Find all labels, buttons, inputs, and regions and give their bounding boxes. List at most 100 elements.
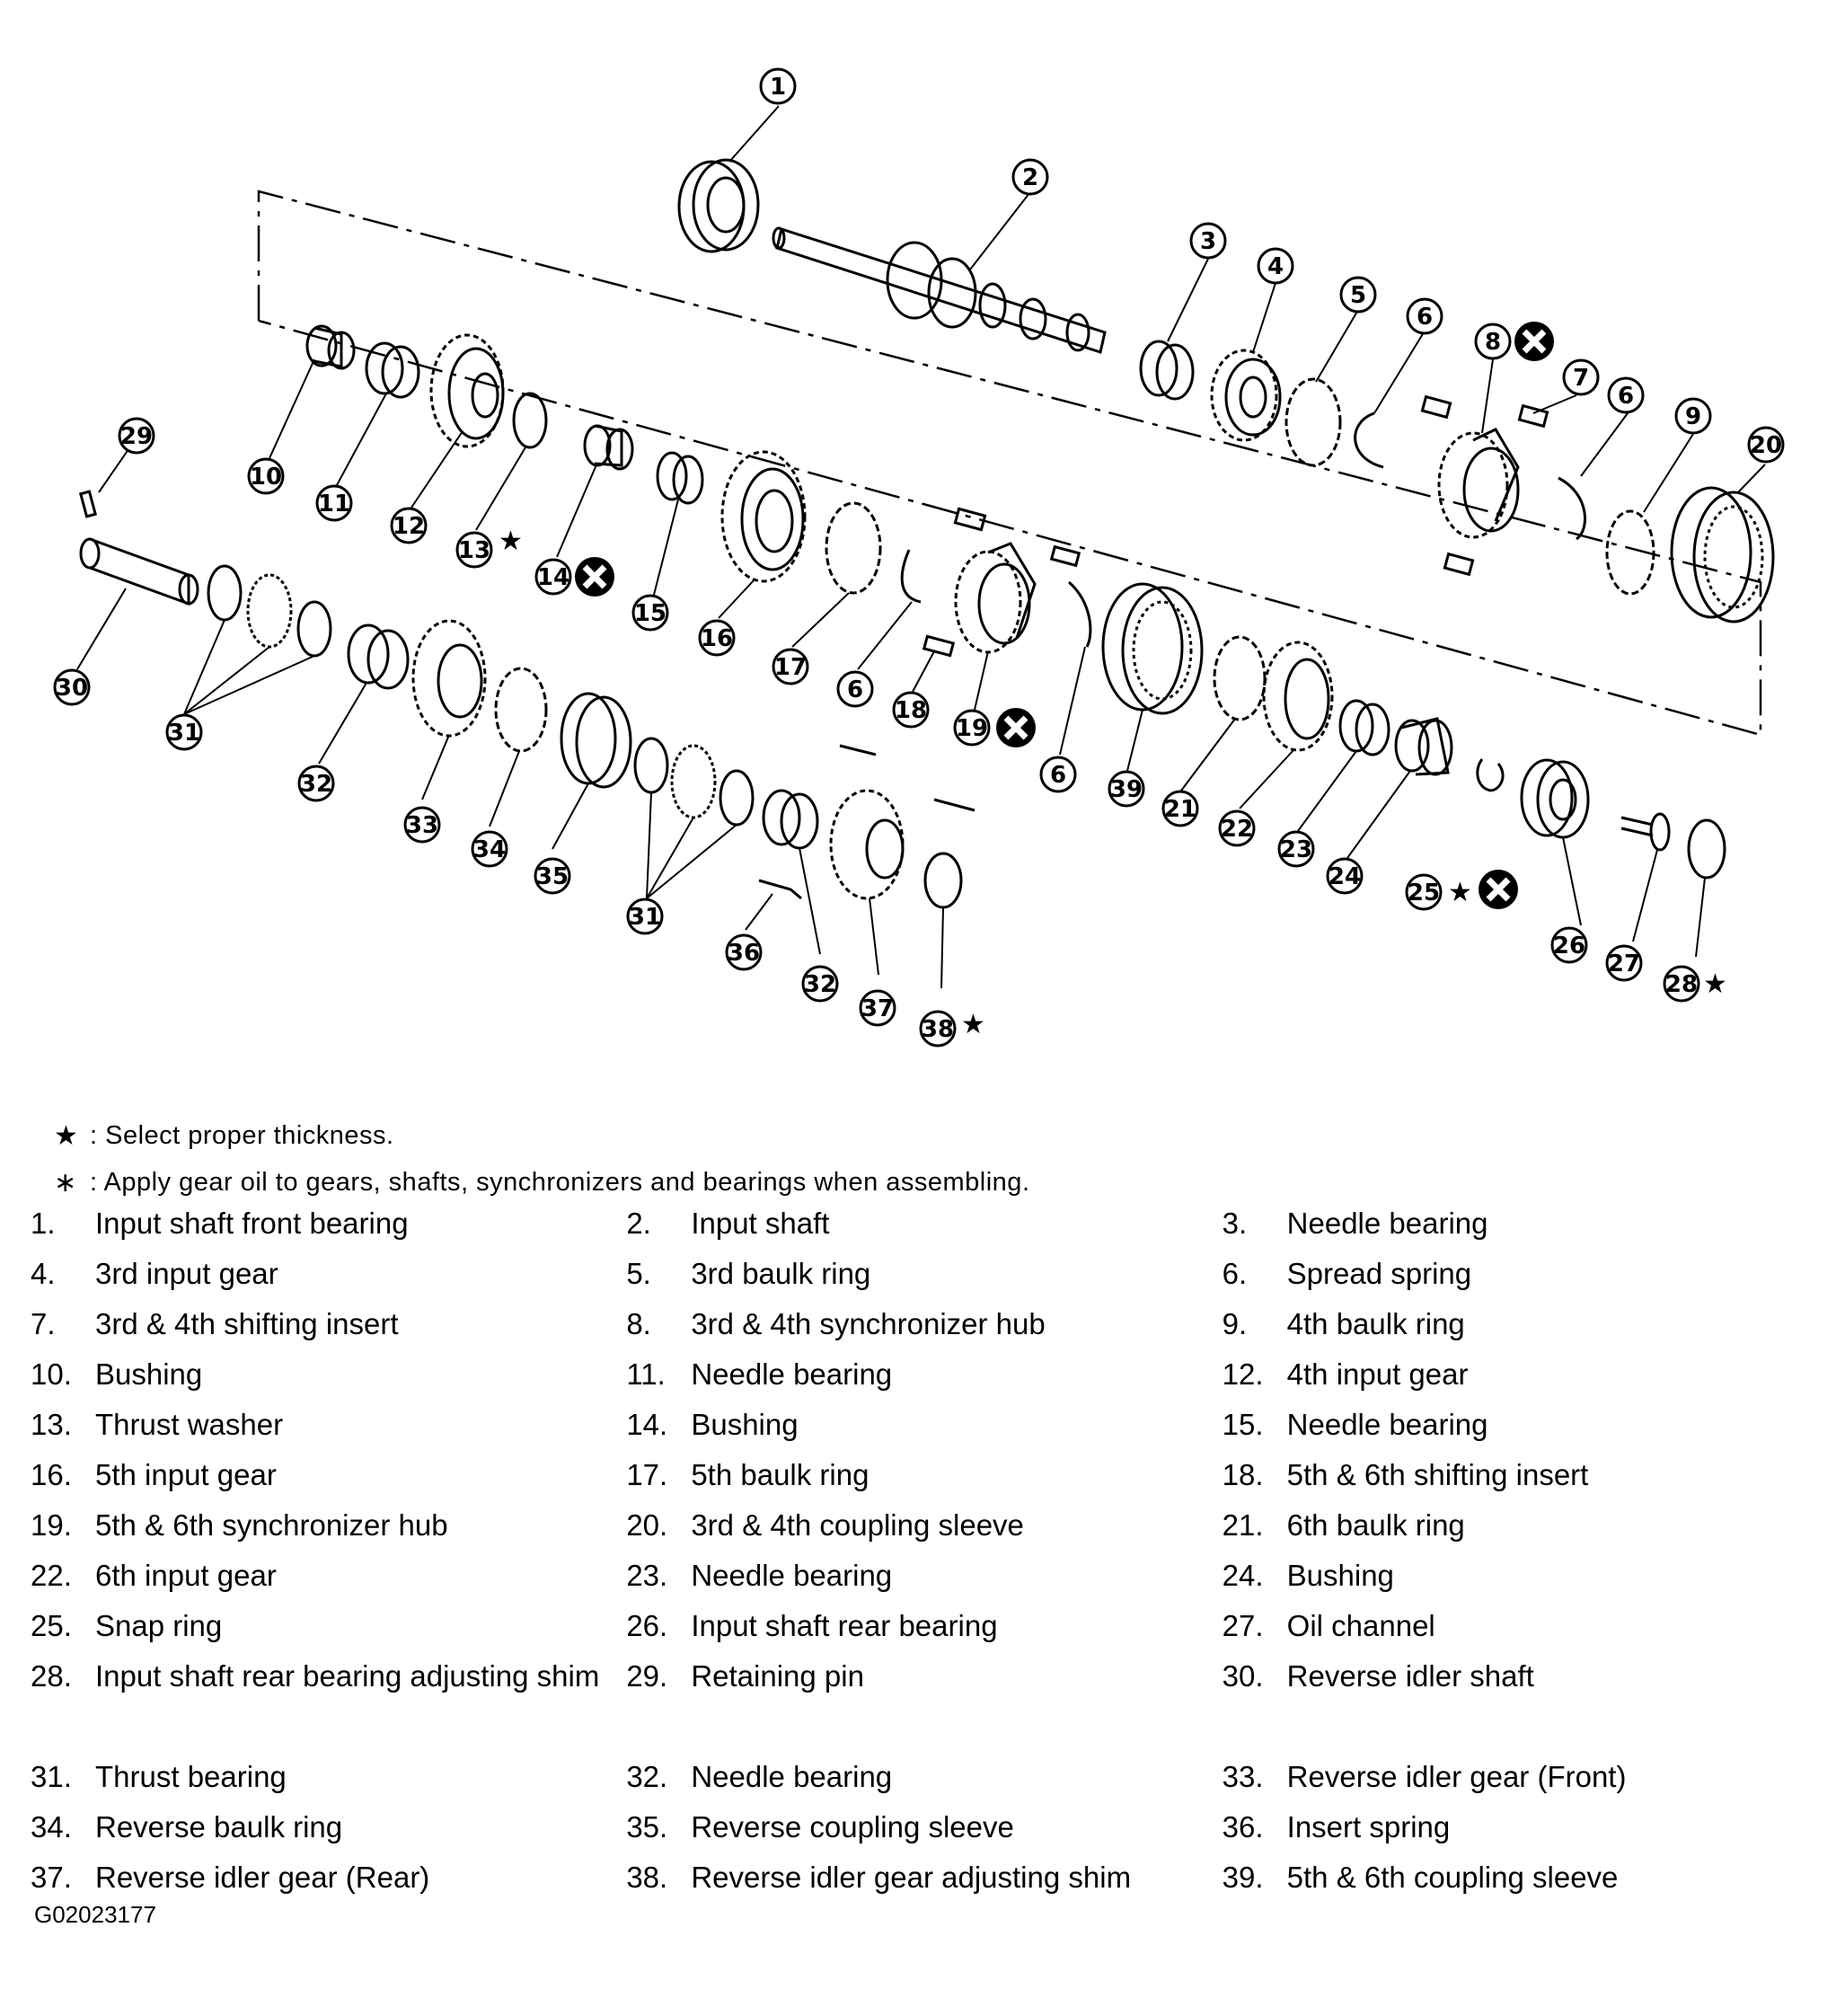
part-number: 28. bbox=[31, 1659, 72, 1693]
callout: 32 bbox=[801, 965, 839, 1003]
part-label: Reverse idler gear (Rear) bbox=[95, 1861, 430, 1894]
shifting-insert bbox=[1420, 394, 1452, 420]
part-number: 25. bbox=[31, 1609, 72, 1642]
part-label: Reverse idler gear (Front) bbox=[1286, 1760, 1627, 1793]
part-number: 2. bbox=[626, 1207, 651, 1240]
part-label: 3rd & 4th synchronizer hub bbox=[691, 1307, 1046, 1340]
part-number: 10. bbox=[31, 1357, 72, 1391]
parts-list-item: 18.5th & 6th shifting insert bbox=[1223, 1455, 1818, 1506]
reverse-idler-shaft bbox=[79, 537, 199, 606]
reverse-idler-gear-rear bbox=[829, 789, 905, 900]
part-label: Reverse coupling sleeve bbox=[691, 1810, 1014, 1844]
part-number: 4. bbox=[31, 1257, 56, 1290]
callout: 31 bbox=[165, 713, 203, 751]
callout: 9 bbox=[1674, 397, 1712, 435]
callout: 13 bbox=[455, 531, 493, 569]
fifth-baulk-ring bbox=[825, 501, 882, 595]
svg-text:36: 36 bbox=[728, 940, 760, 967]
part-number: 38. bbox=[626, 1861, 668, 1894]
oil-channel bbox=[1620, 812, 1671, 852]
fourth-baulk-ring bbox=[1605, 509, 1655, 596]
part-number: 22. bbox=[31, 1559, 72, 1592]
svg-text:18: 18 bbox=[895, 697, 927, 724]
part-number: 26. bbox=[626, 1609, 668, 1642]
part-number: 34. bbox=[31, 1810, 72, 1844]
part-number: 33. bbox=[1222, 1760, 1264, 1793]
svg-text:21: 21 bbox=[1164, 796, 1196, 823]
parts-list-item: 27.Oil channel bbox=[1223, 1606, 1818, 1657]
svg-text:3: 3 bbox=[1200, 228, 1216, 255]
part-label: Needle bearing bbox=[691, 1559, 893, 1592]
svg-text:10: 10 bbox=[250, 464, 282, 491]
part-label: 5th & 6th coupling sleeve bbox=[1286, 1861, 1619, 1894]
part-number: 13. bbox=[31, 1408, 72, 1441]
parts-list-item: 31.Thrust bearing bbox=[31, 1757, 626, 1808]
svg-text:12: 12 bbox=[393, 513, 425, 540]
svg-text:23: 23 bbox=[1280, 836, 1312, 863]
svg-text:22: 22 bbox=[1221, 816, 1253, 843]
svg-text:15: 15 bbox=[634, 600, 666, 627]
spread-spring-lower bbox=[1068, 580, 1092, 648]
parts-row: 37.Reverse idler gear (Rear)38.Reverse i… bbox=[31, 1858, 1818, 1908]
svg-text:2: 2 bbox=[1022, 164, 1038, 191]
parts-list-item: 29.Retaining pin bbox=[626, 1657, 1222, 1757]
legend-star-line: ★ : Select proper thickness. bbox=[54, 1112, 1030, 1159]
part-label: 5th & 6th synchronizer hub bbox=[95, 1508, 448, 1542]
callout: 22 bbox=[1218, 809, 1256, 847]
svg-text:31: 31 bbox=[168, 720, 200, 747]
part-number: 3. bbox=[1222, 1207, 1248, 1240]
part-label: Input shaft rear bearing adjusting shim bbox=[95, 1659, 600, 1693]
third-input-gear bbox=[1210, 349, 1282, 442]
svg-text:16: 16 bbox=[701, 625, 733, 652]
parts-list-item: 3.Needle bearing bbox=[1223, 1204, 1818, 1254]
fifth-input-gear bbox=[720, 450, 807, 583]
part-label: 5th input gear bbox=[95, 1458, 277, 1491]
callout: 20 bbox=[1747, 426, 1785, 464]
part-label: Thrust bearing bbox=[95, 1760, 287, 1793]
parts-list-item: 5.3rd baulk ring bbox=[626, 1254, 1222, 1304]
svg-text:1: 1 bbox=[770, 74, 786, 101]
parts-list-item: 38. Reverse idler gear adjusting shim bbox=[626, 1858, 1222, 1908]
parts-list-item: 20.3rd & 4th coupling sleeve bbox=[626, 1506, 1222, 1556]
needle-bearing-23 bbox=[1338, 699, 1390, 756]
svg-text:31: 31 bbox=[629, 904, 661, 931]
callout: 32 bbox=[297, 765, 335, 802]
parts-list-item: 15.Needle bearing bbox=[1223, 1405, 1818, 1455]
parts-list-item: 34.Reverse baulk ring bbox=[31, 1808, 626, 1858]
callout: 30 bbox=[53, 668, 91, 706]
parts-list-item: 28. Input shaft rear bearing adjusting sh… bbox=[31, 1657, 626, 1757]
parts-list-item: 35. Reverse coupling sleeve bbox=[626, 1808, 1222, 1858]
callout: 36 bbox=[725, 933, 763, 971]
parts-list-item: 11.Needle bearing bbox=[626, 1355, 1222, 1405]
svg-text:38: 38 bbox=[922, 1016, 954, 1043]
part-number: 30. bbox=[1222, 1659, 1264, 1693]
svg-text:20: 20 bbox=[1750, 432, 1782, 459]
part-number: 17. bbox=[626, 1458, 668, 1491]
callout: 33 bbox=[403, 806, 441, 844]
parts-list-item: 19.5th & 6th synchronizer hub bbox=[31, 1506, 626, 1556]
part-label: 4th baulk ring bbox=[1286, 1307, 1465, 1340]
insert-spring bbox=[758, 744, 975, 900]
part-label: 3rd & 4th shifting insert bbox=[95, 1307, 399, 1340]
part-label: 6th input gear bbox=[95, 1559, 277, 1592]
part-number: 35. bbox=[626, 1810, 668, 1844]
leader-lines bbox=[76, 105, 1766, 989]
legend: ★ : Select proper thickness. ∗ : Apply g… bbox=[54, 1112, 1030, 1206]
svg-text:9: 9 bbox=[1685, 403, 1701, 430]
part-number: 14. bbox=[626, 1408, 668, 1441]
svg-text:32: 32 bbox=[300, 771, 332, 798]
callout: 6 bbox=[1406, 297, 1443, 335]
callout: 31 bbox=[626, 897, 664, 935]
svg-text:25: 25 bbox=[1408, 880, 1440, 906]
part-label: Reverse idler gear adjusting shim bbox=[691, 1861, 1132, 1894]
bushing-10 bbox=[305, 324, 356, 370]
x-mark-icon bbox=[996, 708, 1036, 747]
svg-text:34: 34 bbox=[473, 836, 506, 863]
third-fourth-coupling-sleeve bbox=[1670, 486, 1775, 623]
part-label: Bushing bbox=[691, 1408, 799, 1441]
reverse-idler-gear-front bbox=[411, 619, 487, 738]
legend-asterisk-text: : Apply gear oil to gears, shafts, synch… bbox=[90, 1167, 1030, 1197]
